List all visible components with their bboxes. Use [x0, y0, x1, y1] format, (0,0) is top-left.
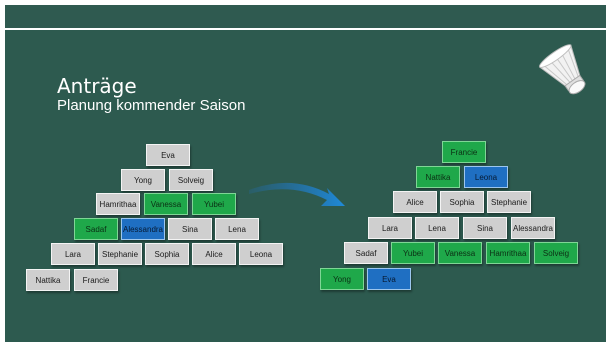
tile-lena[interactable]: Lena [215, 218, 259, 240]
tile-vanessa[interactable]: Vanessa [144, 193, 188, 215]
tile-yubei[interactable]: Yubei [391, 242, 435, 264]
tile-sadaf[interactable]: Sadaf [344, 242, 388, 264]
tile-nattika[interactable]: Nattika [416, 166, 460, 188]
tile-hamrithaa[interactable]: Hamrithaa [96, 193, 140, 215]
tile-lara[interactable]: Lara [51, 243, 95, 265]
tile-stephanie[interactable]: Stephanie [98, 243, 142, 265]
tile-lara[interactable]: Lara [368, 217, 412, 239]
tile-leona[interactable]: Leona [464, 166, 508, 188]
tile-francie[interactable]: Francie [74, 269, 118, 291]
tile-eva[interactable]: Eva [146, 144, 190, 166]
tile-hamrithaa[interactable]: Hamrithaa [486, 242, 530, 264]
tile-sophia[interactable]: Sophia [145, 243, 189, 265]
tile-solveig[interactable]: Solveig [534, 242, 578, 264]
tile-sina[interactable]: Sina [463, 217, 507, 239]
curved-arrow-icon [249, 182, 345, 206]
tile-alessandra[interactable]: Alessandra [511, 217, 555, 239]
tile-solveig[interactable]: Solveig [169, 169, 213, 191]
tile-sina[interactable]: Sina [168, 218, 212, 240]
tile-francie[interactable]: Francie [442, 141, 486, 163]
tile-yubei[interactable]: Yubei [192, 193, 236, 215]
tile-alice[interactable]: Alice [192, 243, 236, 265]
tile-alessandra[interactable]: Alessandra [121, 218, 165, 240]
tile-alice[interactable]: Alice [393, 191, 437, 213]
tile-sadaf[interactable]: Sadaf [74, 218, 118, 240]
tile-yong[interactable]: Yong [121, 169, 165, 191]
tile-nattika[interactable]: Nattika [26, 269, 70, 291]
tile-leona[interactable]: Leona [239, 243, 283, 265]
top-bar [5, 5, 606, 28]
tile-vanessa[interactable]: Vanessa [438, 242, 482, 264]
tile-eva[interactable]: Eva [367, 268, 411, 290]
shuttlecock-icon [538, 44, 586, 95]
tile-sophia[interactable]: Sophia [440, 191, 484, 213]
tile-yong[interactable]: Yong [320, 268, 364, 290]
tile-stephanie[interactable]: Stephanie [487, 191, 531, 213]
slide-subtitle: Planung kommender Saison [57, 97, 246, 114]
slide-title: Anträge [57, 74, 137, 98]
tile-lena[interactable]: Lena [415, 217, 459, 239]
